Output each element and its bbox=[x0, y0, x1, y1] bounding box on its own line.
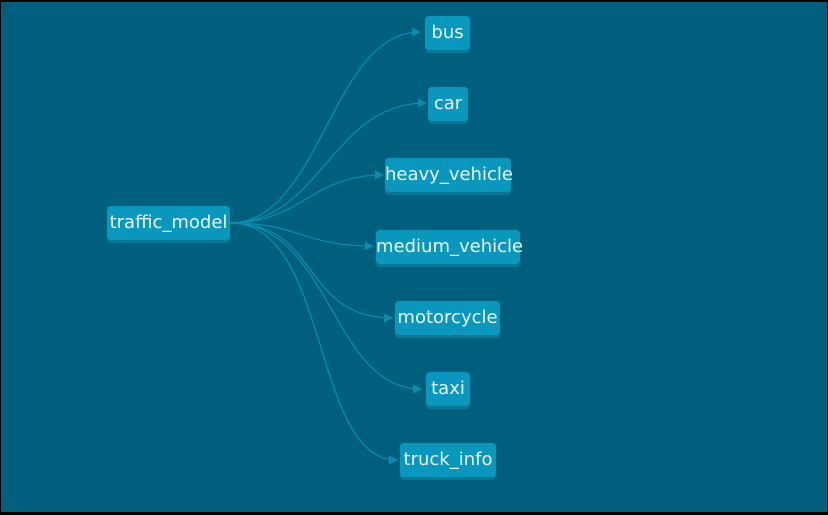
edge-traffic-model-to-truck-info bbox=[229, 222, 398, 465]
node-truck-info[interactable]: truck_info bbox=[400, 443, 496, 477]
node-traffic-model[interactable]: traffic_model bbox=[107, 206, 230, 240]
edge-traffic-model-to-car bbox=[229, 98, 427, 224]
node-motorcycle[interactable]: motorcycle bbox=[395, 301, 500, 335]
node-medium-vehicle[interactable]: medium_vehicle bbox=[376, 230, 523, 264]
node-heavy-vehicle[interactable]: heavy_vehicle bbox=[385, 158, 513, 192]
edge-traffic-model-to-bus bbox=[229, 27, 421, 224]
edge-traffic-model-to-motorcycle bbox=[229, 222, 393, 323]
edge-traffic-model-to-medium-vehicle bbox=[229, 222, 374, 251]
node-car[interactable]: car bbox=[428, 87, 468, 121]
edge-traffic-model-to-heavy-vehicle bbox=[229, 170, 384, 224]
node-bus[interactable]: bus bbox=[425, 16, 470, 50]
node-taxi[interactable]: taxi bbox=[426, 372, 470, 406]
edge-traffic-model-to-taxi bbox=[229, 222, 422, 394]
